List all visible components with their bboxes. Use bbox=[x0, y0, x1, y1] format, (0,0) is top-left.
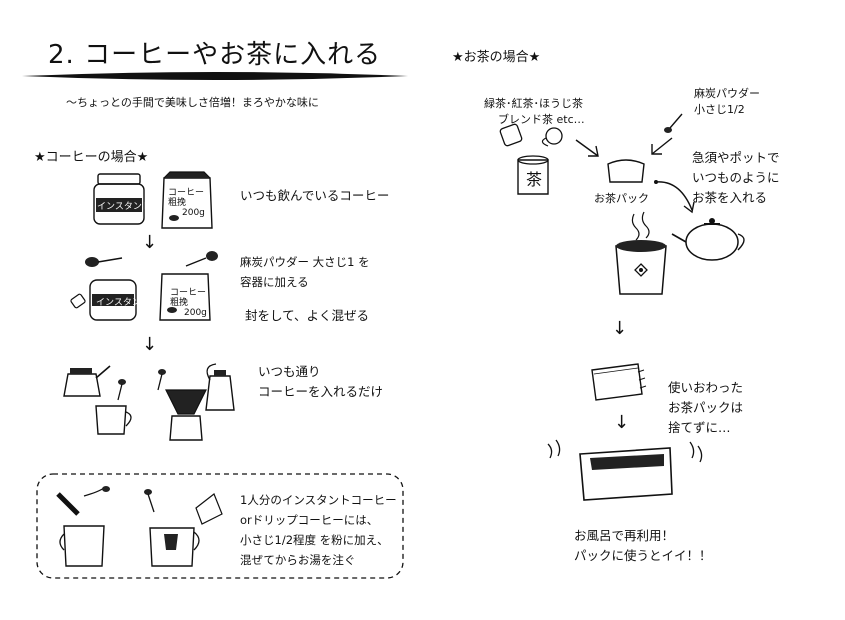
open-ground-bag-icon bbox=[159, 273, 211, 321]
ground-coffee-bag-icon bbox=[161, 171, 213, 229]
teapot-icon bbox=[671, 218, 745, 261]
spoon-icon bbox=[85, 257, 123, 267]
tea-powder-amount: 麻炭パウダー 小さじ1/2 bbox=[694, 87, 760, 116]
coffee-arrow-2: ↓ bbox=[142, 334, 158, 355]
powder-spoon-icon bbox=[664, 113, 683, 133]
coffee-step2: 麻炭パウダー 大さじ1 を 容器に加える bbox=[240, 255, 370, 289]
used-tea-bag-icon bbox=[591, 363, 647, 401]
tea-cup-icon bbox=[615, 211, 667, 295]
instant-cup-with-stick-icon bbox=[56, 486, 110, 567]
coffee-step3: 封をして、よく混ぜる bbox=[245, 308, 370, 323]
tea-types: 緑茶･紅茶･ほうじ茶 ブレンド茶 etc… bbox=[484, 97, 585, 126]
tea-arrow-2: ↓ bbox=[614, 412, 630, 433]
coffee-step4: いつも通り コーヒーを入れるだけ bbox=[258, 364, 384, 399]
tea-brew-text: 急須やポットで いつものように お茶を入れる bbox=[692, 150, 780, 205]
jar-instant-label: インスタント bbox=[97, 202, 151, 212]
open-instant-jar-icon bbox=[70, 279, 137, 321]
coffee-heading: ★コーヒーの場合★ bbox=[34, 150, 149, 165]
page-title: 2. コーヒーやお茶に入れる bbox=[48, 40, 382, 70]
tea-arrow-1: ↓ bbox=[612, 318, 628, 339]
bathtub-icon bbox=[547, 439, 703, 501]
coffee-tip-text: 1人分のインスタントコーヒー orドリップコーヒーには、 小さじ1/2程度 を粉… bbox=[240, 493, 397, 567]
tea-bag-label: お茶パック bbox=[594, 192, 649, 205]
coffee-step1: いつも飲んでいるコーヒー bbox=[240, 188, 390, 203]
drip-bag-cup-icon bbox=[144, 489, 223, 567]
coffee-arrow-1: ↓ bbox=[142, 232, 158, 253]
tea-bag-icon bbox=[607, 159, 645, 183]
jar-instant-label-2: インスタント bbox=[96, 298, 150, 308]
instant-coffee-jar-icon bbox=[93, 173, 145, 225]
curved-arrow-icon bbox=[654, 180, 695, 214]
tea-leaves-icon bbox=[499, 123, 563, 195]
tea-heading: ★お茶の場合★ bbox=[452, 50, 541, 65]
tea-can-label: 茶 bbox=[526, 170, 543, 189]
jar-ground-label: コーヒー 粗挽 200g bbox=[168, 188, 205, 218]
arrow-from-powder-icon bbox=[651, 137, 673, 155]
tea-reuse-text: 使いおわった お茶パックは 捨てずに… bbox=[668, 380, 744, 435]
arrow-to-bag-icon bbox=[575, 139, 599, 157]
tea-bath-text: お風呂で再利用！ パックに使うとイイ！！ bbox=[574, 528, 712, 563]
kettle-and-cup-icon bbox=[63, 365, 132, 435]
drip-coffee-set-icon bbox=[157, 363, 235, 441]
spoon-icon-2 bbox=[185, 251, 218, 267]
page-subtitle: ～ちょっとの手間で美味しさ倍増！まろやかな味に bbox=[66, 96, 319, 109]
jar-ground-label-2: コーヒー 粗挽 200g bbox=[170, 288, 207, 318]
